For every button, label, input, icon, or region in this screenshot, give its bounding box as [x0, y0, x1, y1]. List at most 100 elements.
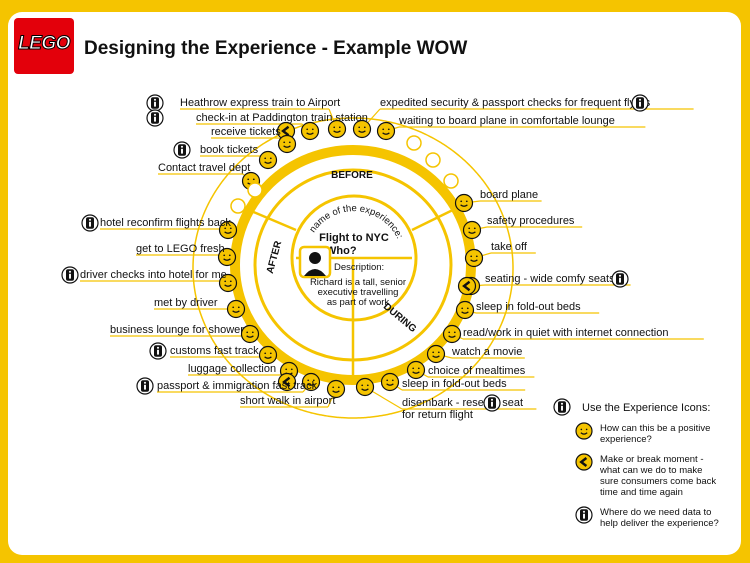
smiley-icon — [352, 119, 372, 139]
smiley-icon — [258, 345, 278, 365]
journey-step: business lounge for shower — [110, 324, 260, 344]
break-moment-icon — [301, 372, 321, 392]
journey-step: passport & immigration fast track — [136, 372, 321, 395]
info-icon — [631, 94, 649, 112]
step-label: board plane — [480, 189, 538, 201]
journey-step: take off — [464, 241, 536, 268]
lego-logo: LEGO — [14, 18, 74, 74]
smiley-icon — [226, 299, 246, 319]
info-icon — [575, 506, 593, 524]
smiley-icon — [258, 150, 278, 170]
smiley-icon — [462, 220, 482, 240]
journey-step: receive tickets — [211, 126, 297, 154]
step-label: passport & immigration fast track — [157, 380, 318, 392]
experience-name: Flight to NYC — [319, 232, 389, 244]
person-icon — [309, 252, 321, 264]
info-icon — [136, 377, 154, 395]
step-label: seating - wide comfy seats — [485, 273, 615, 285]
description-line: as part of work — [327, 297, 390, 308]
description-line: Richard is a tall, senior — [310, 277, 406, 288]
step-label: sleep in fold-out beds — [402, 378, 507, 390]
step-label: waiting to board plane in comfortable lo… — [398, 115, 615, 127]
step-label: read/work in quiet with internet connect… — [463, 327, 668, 339]
info-icon — [61, 266, 79, 284]
step-label: check-in at Paddington train station — [196, 112, 368, 124]
smiley-icon — [217, 247, 237, 267]
journey-step: customs fast track — [149, 342, 278, 365]
journey-step: board plane — [454, 189, 542, 213]
description-label: Description: — [334, 262, 384, 273]
info-icon — [553, 398, 571, 416]
journey-step: waiting to board plane in comfortable lo… — [376, 115, 646, 141]
journey-step: driver checks into hotel for me — [61, 266, 238, 293]
step-label: watch a movie — [451, 346, 522, 358]
smiley-icon — [240, 324, 260, 344]
empty-step-marker — [406, 135, 422, 151]
step-label: receive tickets — [211, 126, 281, 138]
info-icon — [611, 270, 629, 288]
step-label: business lounge for shower — [110, 324, 244, 336]
journey-step: sleep in fold-out beds — [380, 372, 526, 392]
smiley-icon — [218, 220, 238, 240]
phase-during: DURING — [381, 301, 418, 335]
break-moment-icon — [575, 453, 593, 471]
journey-step: Contact travel dept — [158, 162, 261, 191]
journey-step: seating - wide comfy seats — [457, 270, 631, 296]
step-label: Heathrow express train to Airport — [180, 97, 340, 109]
legend-text: what can we do to make — [599, 465, 702, 476]
break-moment-icon — [457, 276, 477, 296]
empty-step-marker — [443, 173, 459, 189]
journey-step: expedited security & passport checks for… — [352, 94, 694, 139]
smiley-icon — [455, 300, 475, 320]
journey-step: hotel reconfirm flights back — [81, 214, 238, 240]
step-label: safety procedures — [487, 215, 575, 227]
smiley-icon — [218, 273, 238, 293]
phase-after: AFTER — [265, 239, 284, 275]
smiley-icon — [326, 379, 346, 399]
info-icon — [146, 109, 164, 127]
journey-step: luggage collection — [188, 361, 299, 381]
journey-step: read/work in quiet with internet connect… — [442, 324, 704, 344]
smiley-icon — [442, 324, 462, 344]
legend-text: Make or break moment - — [600, 454, 703, 465]
journey-step: choice of mealtimes — [406, 360, 535, 380]
logo-text: LEGO — [18, 33, 71, 55]
step-label: driver checks into hotel for me — [80, 269, 227, 281]
break-moment-icon — [300, 121, 320, 141]
journey-step: Heathrow express train to Airport — [146, 94, 347, 139]
step-label: expedited security & passport checks for… — [380, 97, 651, 109]
break-moment-icon — [277, 372, 297, 392]
journey-step: check-in at Paddington train station — [146, 109, 368, 141]
step-label: book tickets — [200, 144, 259, 156]
step-label: get to LEGO fresh — [136, 243, 225, 255]
smiley-icon — [277, 134, 297, 154]
smiley-icon — [376, 121, 396, 141]
legend-text: sure consumers come back — [600, 476, 716, 487]
legend-text: time and time again — [600, 487, 683, 498]
step-label: choice of mealtimes — [428, 365, 526, 377]
info-icon — [146, 94, 164, 112]
legend-text: help deliver the experience? — [600, 518, 719, 529]
smiley-icon — [575, 422, 593, 440]
info-icon — [173, 141, 191, 159]
info-icon — [149, 342, 167, 360]
step-label: take off — [491, 241, 528, 253]
smiley-icon — [355, 377, 375, 397]
legend-title: Use the Experience Icons: — [582, 402, 710, 414]
smiley-icon — [406, 360, 426, 380]
legend-item: Make or break moment -what can we do to … — [575, 453, 716, 498]
journey-step: book tickets — [173, 141, 278, 170]
empty-step-marker — [230, 198, 246, 214]
journey-step: sleep in fold-out beds — [455, 300, 600, 320]
journey-step: met by driver — [154, 297, 246, 319]
step-label: customs fast track — [170, 345, 259, 357]
smiley-icon — [327, 119, 347, 139]
smiley-icon — [464, 248, 484, 268]
journey-step: watch a movie — [426, 344, 525, 364]
legend-text: How can this be a positive — [600, 423, 710, 434]
legend-text: experience? — [600, 434, 652, 445]
journey-step: short walk in airport — [240, 379, 346, 408]
